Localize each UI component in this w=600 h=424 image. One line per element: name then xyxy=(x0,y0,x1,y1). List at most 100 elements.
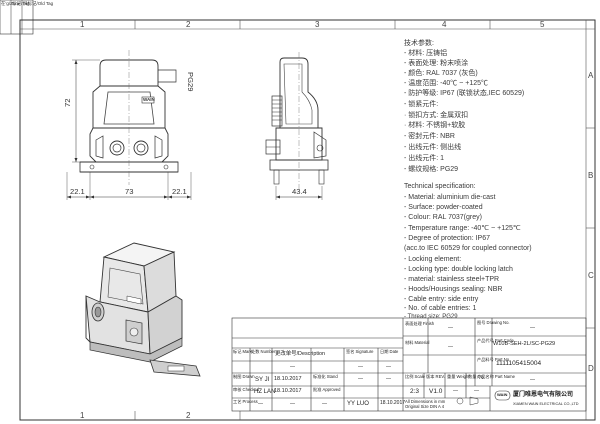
process-by: — xyxy=(258,401,263,407)
dimension-gland: PG29 xyxy=(186,72,195,92)
part-no-label: 产品料号 Part No. xyxy=(477,357,511,362)
zone-row-c: C xyxy=(588,271,594,280)
rev-cell-dash: — xyxy=(386,376,391,382)
zone-row-a: A xyxy=(588,71,594,80)
drawn-by: SY JI xyxy=(255,377,270,383)
zone-col-1: 1 xyxy=(80,20,85,29)
scale-value: 2:3 xyxy=(410,388,420,395)
approved-by: YY LUO xyxy=(347,401,369,407)
spec-cn-line: - 颜色: RAL 7037 (灰色) xyxy=(404,70,478,77)
row-stand: 标准化 Stand xyxy=(313,374,338,379)
spec-en-line: - Thread size: PG29 xyxy=(404,314,458,320)
spec-en-line: - Temperature range: -40℃ ~ +125℃ xyxy=(404,225,521,232)
isometric-view xyxy=(85,242,201,377)
approved-date: 18.10.2017 xyxy=(380,400,406,406)
dimension-height: 72 xyxy=(63,98,72,107)
spec-cn-line: - 材料: 压铸铝 xyxy=(404,50,448,57)
spec-cn-line: · 材料: 不锈钢+软胶 xyxy=(404,122,466,129)
spec-cn-line: 技术参数: xyxy=(404,40,434,47)
spec-en-line: - material: stainless steel+TPR xyxy=(404,276,500,283)
weight-value: — xyxy=(453,388,458,394)
hdr-mark: 标记 Mark xyxy=(233,349,252,354)
front-view xyxy=(66,50,192,200)
row-approved: 批准 Approved xyxy=(313,387,341,392)
spec-en-line: (acc.to IEC 60529 for coupled connector) xyxy=(404,245,532,252)
qty-label: 数量 Qty xyxy=(468,374,485,379)
spec-cn-line: - 防护等级: IP67 (联锁状态,IEC 60529) xyxy=(404,90,525,97)
part-code-label: 产品代号 Part Code xyxy=(477,338,514,343)
dimension-left-flange: 22.1 xyxy=(70,187,85,196)
zone-row-d: D xyxy=(588,364,594,373)
company-name-en: XIAMEN WAIN ELECTRICAL CO.,LTD xyxy=(513,402,579,406)
rev-cell-dash: — xyxy=(386,364,391,370)
hdr-count: 处数 Number xyxy=(251,349,276,354)
rev-cell-dash: — xyxy=(290,364,295,370)
rev-label: 版本 REV. xyxy=(426,374,445,379)
hdr-desc: 更改单号/Description xyxy=(275,351,326,357)
side-view xyxy=(265,52,329,200)
revision-strip xyxy=(0,0,34,35)
spec-cn-line: - 密封元件: NBR xyxy=(404,133,455,140)
surface-finish-value: — xyxy=(448,325,453,331)
process-date: — xyxy=(290,401,295,407)
drawing-no-value: — xyxy=(530,325,535,331)
drawn-date: 18.10.2017 xyxy=(274,376,302,382)
zone-col-2-bottom: 2 xyxy=(186,411,191,420)
part-code-value: W10B-SEH-2L/SC-PG29 xyxy=(493,341,556,347)
title-block-grid xyxy=(231,317,587,412)
projection-symbol-icon xyxy=(456,396,479,406)
stand-by: — xyxy=(358,376,363,382)
spec-cn-line: - 螺纹规格: PG29 xyxy=(404,166,459,173)
hdr-sign: 签名 Signature xyxy=(346,349,374,354)
part-no-value: 1111105415004 xyxy=(496,360,542,367)
zone-col-5: 5 xyxy=(540,20,545,29)
strip-zone-label: 在'g/Zone xyxy=(1,1,21,6)
spec-cn-line: - 出线元件: 侧出线 xyxy=(404,144,462,151)
spec-en-line: Technical specification: xyxy=(404,183,476,190)
strip-tag-label: 标记/Tag xyxy=(12,1,30,6)
spec-en-line: - Material: aluminium die-cast xyxy=(404,194,496,201)
dim-note-1: All Dimensions in mm xyxy=(405,399,446,404)
zone-col-3: 3 xyxy=(315,20,320,29)
sheet-border xyxy=(19,19,596,421)
dimension-right-flange: 22.1 xyxy=(172,187,187,196)
rev-cell-dash: — xyxy=(322,401,327,407)
dimension-depth: 43.4 xyxy=(292,187,307,196)
row-checked: 审核 Checked xyxy=(233,387,260,392)
spec-cn-line: - 温度范围: -40℃ ~ +125℃ xyxy=(404,80,489,87)
row-process: 工艺 Process xyxy=(233,399,258,404)
spec-en-line: - Cable entry: side entry xyxy=(404,296,479,303)
scale-label: 比例 Scale xyxy=(405,374,426,379)
strip-old-tag-label: 旧标记/Old Tag xyxy=(23,1,54,6)
qty-value: — xyxy=(474,388,479,394)
material-label: 材料 Material xyxy=(405,340,430,345)
weight-label: 重量 Weight xyxy=(447,374,470,379)
spec-en-line: - Hoods/Housings sealing: NBR xyxy=(404,286,503,293)
rev-value: V1.0 xyxy=(429,388,443,395)
spec-cn-line: - 锁紧元件: xyxy=(404,101,439,108)
spec-en-line: - Colour: RAL 7037(grey) xyxy=(404,214,482,221)
part-name-value: — xyxy=(530,377,535,383)
spec-en-line: - Degree of protection: IP67 xyxy=(404,235,490,242)
dimension-width: 73 xyxy=(125,187,134,196)
company-logo: WAIN xyxy=(497,392,508,397)
dim-note-2: Original Size DIN A 4 xyxy=(405,404,445,409)
company-logo-icon xyxy=(494,390,511,401)
spec-en-line: - Locking type: double locking latch xyxy=(404,266,513,273)
zone-col-1-bottom: 1 xyxy=(80,411,85,420)
zone-row-b: B xyxy=(588,171,594,180)
surface-finish-label: 表面处理 Finish xyxy=(405,321,435,326)
spec-cn-line: · 锁扣方式: 金属双扣 xyxy=(404,112,469,119)
zone-ticks-top xyxy=(134,20,595,420)
checked-date: 18.10.2017 xyxy=(274,388,302,394)
checked-by: HZ LAN xyxy=(254,389,276,395)
zone-col-2: 2 xyxy=(186,20,191,29)
hood-logo: WAIN xyxy=(143,97,155,102)
row-drawn: 制图 Drawn xyxy=(233,374,255,379)
zone-col-4: 4 xyxy=(442,20,447,29)
spec-cn-line: - 出线元件: 1 xyxy=(404,155,445,162)
hdr-date: 日期 Date xyxy=(380,349,399,354)
spec-cn-line: - 表面处理: 粉末喷涂 xyxy=(404,60,469,67)
